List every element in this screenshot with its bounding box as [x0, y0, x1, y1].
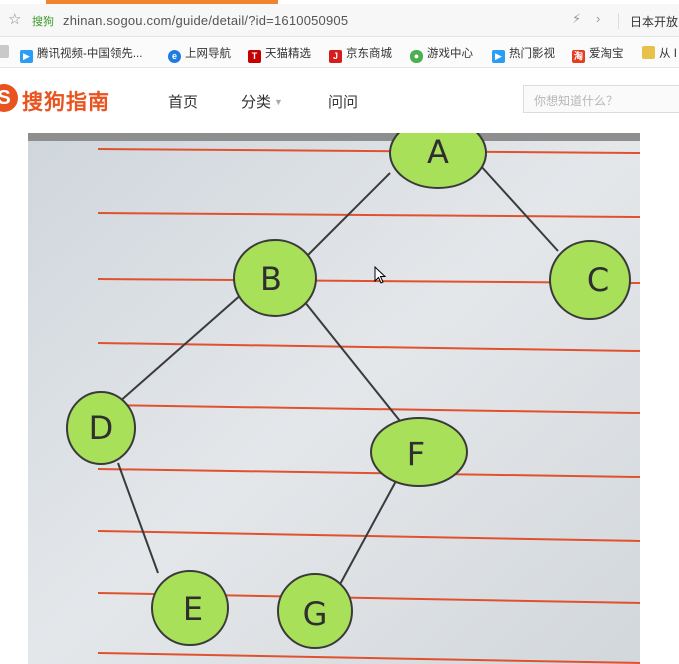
taobao-icon: 淘 [572, 50, 585, 63]
edge-b-d [117, 292, 244, 404]
lightning-icon[interactable]: ⚡ [572, 11, 582, 26]
tab-accent [46, 0, 278, 4]
url-text[interactable]: zhinan.sogou.com/guide/detail/?id=161005… [63, 13, 349, 28]
address-bar[interactable]: ☆ 搜狗 zhinan.sogou.com/guide/detail/?id=1… [0, 4, 679, 37]
bookmark-item-games[interactable]: ● 游戏中心 [410, 45, 473, 63]
site-header: S 搜狗指南 首页 分类▼ 问问 你想知道什么？ [0, 68, 679, 132]
page-icon [0, 45, 9, 58]
bookmarks-bar: ▶ 腾讯视频-中国领先... e 上网导航 T 天猫精选 J 京东商城 ● 游戏中心 ▶ 热… [0, 37, 679, 68]
ruled-line [97, 652, 640, 664]
site-badge: 搜狗 [32, 16, 54, 28]
ruled-line [97, 530, 640, 542]
node-label-d: D [89, 409, 114, 447]
node-c [549, 240, 631, 320]
search-input[interactable]: 你想知道什么？ [523, 85, 679, 113]
bookmark-label: 京东商城 [346, 48, 392, 60]
ie-icon: e [168, 50, 181, 63]
bookmark-label: 游戏中心 [427, 48, 473, 60]
node-e [151, 570, 229, 646]
node-d [66, 391, 136, 465]
folder-icon [642, 46, 655, 59]
edge-a-b [307, 172, 391, 256]
node-a [389, 133, 487, 189]
ruled-line [97, 468, 640, 478]
bookmark-label: 腾讯视频-中国领先... [37, 48, 143, 60]
ruled-line [97, 342, 640, 352]
bookmark-item-tmall[interactable]: T 天猫精选 [248, 45, 311, 63]
site-logo-text[interactable]: 搜狗指南 [22, 91, 110, 114]
node-b [233, 239, 317, 317]
tmall-icon: T [248, 50, 261, 63]
search-placeholder: 你想知道什么？ [534, 94, 619, 108]
bookmark-item-jd[interactable]: J 京东商城 [329, 45, 392, 63]
node-label-f: F [407, 435, 425, 473]
paper-top-edge [28, 133, 640, 141]
jd-icon: J [329, 50, 342, 63]
edge-b-f [303, 300, 401, 422]
nav-ask[interactable]: 问问 [328, 94, 359, 111]
divider [618, 13, 619, 29]
bookmark-item-hot-video[interactable]: ▶ 热门影视 [492, 45, 555, 63]
bookmark-star-icon[interactable]: ☆ [8, 11, 22, 28]
video-play-icon: ▶ [492, 50, 505, 63]
node-labels: A B C D F E G [89, 133, 609, 633]
edge-f-g [337, 480, 397, 589]
nav-home[interactable]: 首页 [168, 94, 199, 111]
node-label-c: C [587, 261, 609, 299]
ruled-line [97, 212, 640, 218]
gamepad-icon: ● [410, 50, 423, 63]
node-label-a: A [427, 133, 449, 171]
ruled-line [97, 148, 640, 154]
bookmark-label: 热门影视 [509, 48, 555, 60]
address-bar-right-text[interactable]: 日本开放 [630, 15, 679, 29]
node-g [277, 573, 353, 649]
bookmark-folder[interactable]: 从 I [642, 45, 677, 61]
node-label-b: B [260, 260, 282, 298]
node-f [370, 417, 468, 487]
nav-category-label: 分类 [241, 94, 272, 111]
tree-drawing: A B C D F E G [28, 133, 640, 664]
mouse-cursor-icon [374, 266, 387, 284]
node-label-g: G [303, 595, 328, 633]
bookmark-label: 从 I [659, 48, 677, 60]
tree-edges [117, 164, 559, 589]
chevron-right-icon[interactable]: › [596, 11, 601, 26]
edge-a-c [479, 164, 559, 252]
bookmark-label: 爱淘宝 [589, 48, 624, 60]
bookmark-item-tencent-video[interactable]: ▶ 腾讯视频-中国领先... [20, 45, 142, 63]
bookmark-item-partial[interactable] [0, 45, 13, 59]
bookmark-label: 天猫精选 [265, 48, 311, 60]
caret-down-icon: ▼ [274, 97, 283, 107]
paper [28, 133, 640, 664]
edge-d-e [117, 462, 159, 574]
tree-nodes [66, 133, 631, 649]
nav-category[interactable]: 分类▼ [241, 91, 283, 112]
bookmark-label: 上网导航 [185, 48, 231, 60]
bookmark-item-taobao[interactable]: 淘爱淘宝 [572, 45, 624, 63]
tree-photo: A B C D F E G [28, 133, 640, 664]
ruled-line [97, 404, 640, 414]
sogou-logo-icon[interactable]: S [0, 84, 18, 112]
bookmark-item-nav[interactable]: e 上网导航 [168, 45, 231, 63]
video-play-icon: ▶ [20, 50, 33, 63]
node-label-e: E [183, 590, 203, 628]
